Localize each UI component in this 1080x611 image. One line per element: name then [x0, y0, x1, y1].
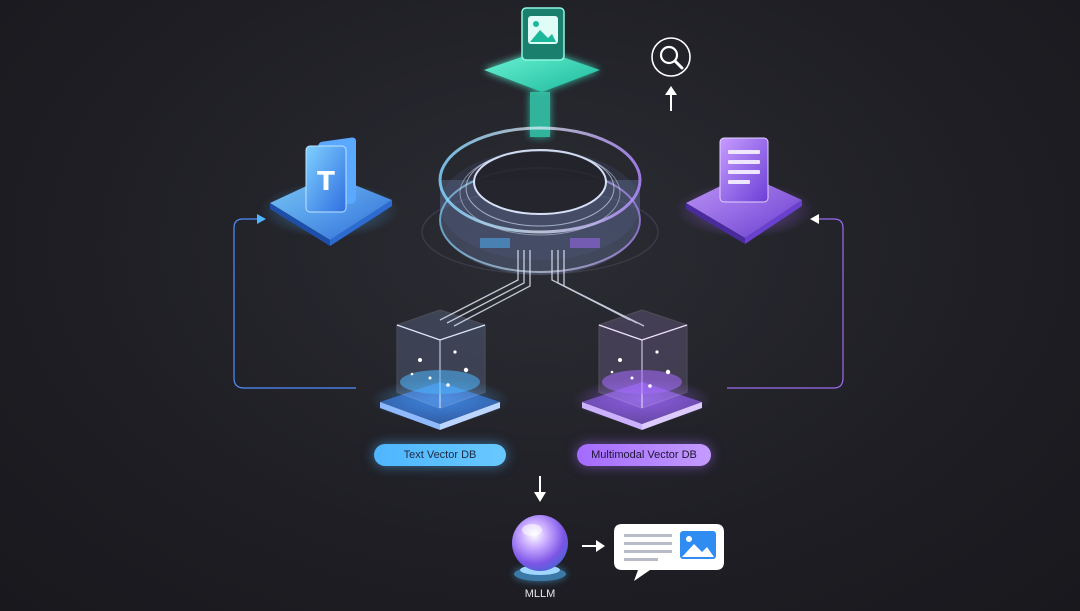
text-vector-db-label: Text Vector DB [374, 444, 506, 466]
document-source-node [675, 138, 815, 244]
mllm-orb [512, 515, 568, 581]
text-source-node: T [260, 137, 400, 246]
search-icon [652, 38, 690, 76]
text-vector-db-cube [370, 310, 510, 430]
left-loop-line [234, 219, 356, 388]
mllm-label: MLLM [500, 588, 580, 600]
down-arrow-icon [534, 476, 546, 502]
right-arrow-icon [582, 540, 605, 552]
text-doc-icon: T [317, 167, 335, 197]
image-node [484, 8, 600, 92]
central-ring [440, 128, 640, 275]
multimodal-vector-db-cube [572, 310, 712, 430]
chat-bubble-icon [614, 524, 724, 581]
right-loop-line [727, 219, 843, 388]
multimodal-vector-db-label: Multimodal Vector DB [577, 444, 711, 466]
teal-beam [530, 92, 550, 137]
image-icon [528, 16, 558, 44]
up-arrow-icon [665, 86, 677, 111]
